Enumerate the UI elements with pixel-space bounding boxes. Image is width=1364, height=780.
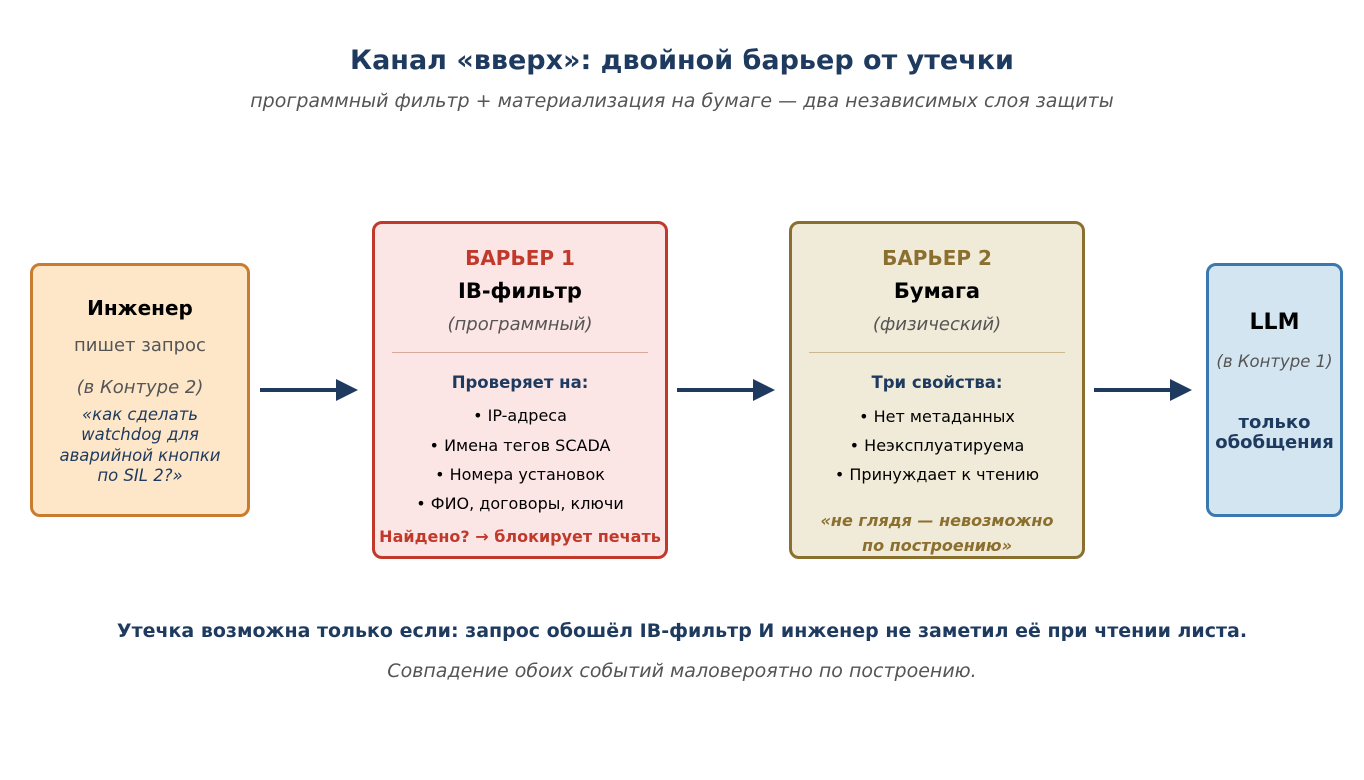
conclusion-text: Утечка возможна только если: запрос обош… — [116, 620, 1248, 642]
barrier2-item: • Нет метаданных — [859, 407, 1015, 426]
barrier2-name: Бумага — [893, 279, 981, 303]
arrow-right-icon — [1094, 379, 1192, 401]
arrow-right-icon — [677, 379, 775, 401]
engineer-box: Инженер пишет запрос (в Контуре 2) «как … — [30, 263, 250, 517]
conclusion-subtext: Совпадение обоих событий маловероятно по… — [387, 660, 977, 682]
barrier1-checks-heading: Проверяет на: — [451, 373, 589, 392]
engineer-quote-line: аварийной кнопки — [59, 446, 221, 465]
diagram-title: Канал «вверх»: двойной барьер от утечки — [350, 45, 1014, 76]
engineer-context: (в Контуре 2) — [76, 377, 204, 398]
engineer-quote-line: «как сделать — [81, 405, 199, 424]
barrier1-item: • ФИО, договоры, ключи — [416, 494, 624, 513]
barrier1-kind: (программный) — [447, 314, 593, 335]
barrier2-label: БАРЬЕР 2 — [882, 246, 992, 270]
barrier1-result: Найдено? → блокирует печать — [379, 527, 661, 546]
engineer-action: пишет запрос — [74, 335, 206, 356]
barrier2-quote-line: по построению» — [862, 536, 1012, 555]
engineer-quote-line: watchdog для — [81, 425, 199, 444]
barrier1-item: • Номера установок — [435, 465, 605, 484]
barrier1-label: БАРЬЕР 1 — [465, 246, 575, 270]
barrier2-divider — [809, 352, 1065, 353]
engineer-heading: Инженер — [87, 296, 193, 320]
llm-heading: LLM — [1249, 310, 1300, 335]
engineer-quote-line: по SIL 2?» — [97, 466, 183, 485]
barrier1-name: IB-фильтр — [458, 279, 582, 303]
barrier1-divider — [392, 352, 648, 353]
barrier1-box: БАРЬЕР 1 IB-фильтр (программный) Проверя… — [372, 221, 668, 559]
diagram-subtitle: программный фильтр + материализация на б… — [250, 90, 1114, 112]
llm-note-line: обобщения — [1215, 432, 1334, 453]
llm-box: LLM (в Контуре 1) только обобщения — [1206, 263, 1343, 517]
barrier2-kind: (физический) — [872, 314, 1002, 335]
llm-note-line: только — [1238, 412, 1311, 433]
barrier2-props-heading: Три свойства: — [871, 373, 1003, 392]
barrier2-quote-line: «не глядя — невозможно — [820, 511, 1054, 530]
barrier2-item: • Неэксплуатируема — [849, 436, 1025, 455]
arrow-right-icon — [260, 379, 358, 401]
barrier1-item: • IP-адреса — [473, 406, 567, 425]
barrier1-item: • Имена тегов SCADA — [429, 436, 611, 455]
llm-context: (в Контуре 1) — [1216, 352, 1333, 371]
barrier2-box: БАРЬЕР 2 Бумага (физический) Три свойств… — [789, 221, 1085, 559]
barrier2-item: • Принуждает к чтению — [834, 465, 1040, 484]
